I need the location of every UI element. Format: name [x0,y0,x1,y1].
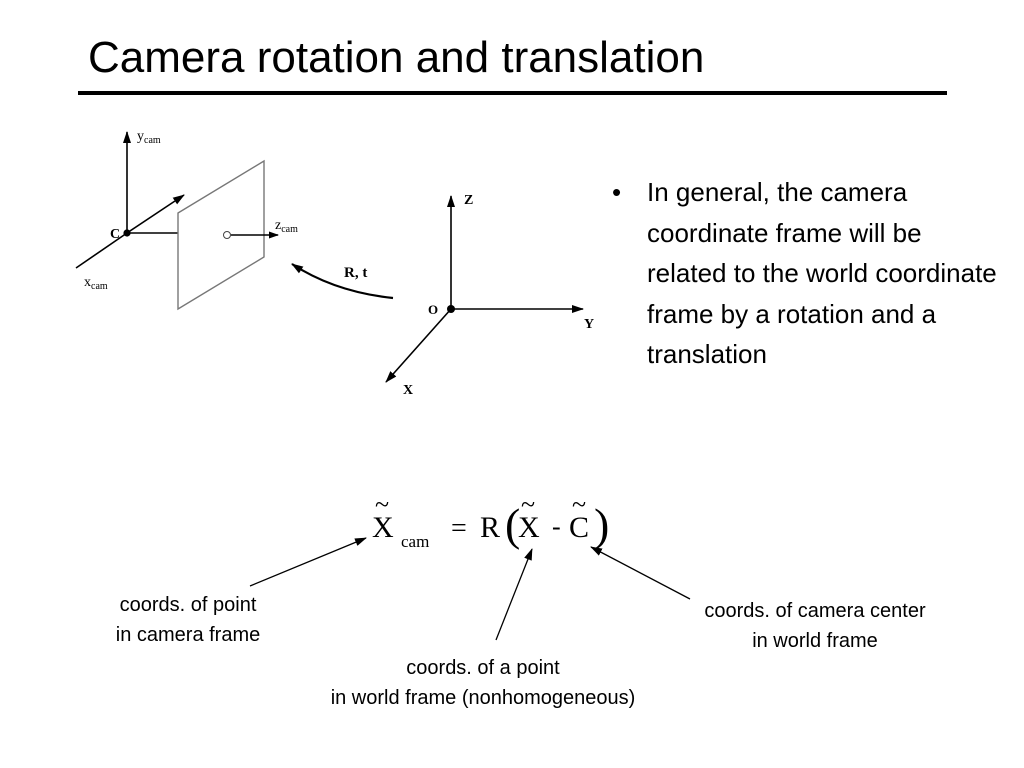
callout-pointer-camera-frame [249,537,367,587]
equation-lhs-subscript: cam [401,532,429,551]
camera-center-dot [123,229,131,237]
principal-point [223,231,231,239]
transform-label: R, t [344,265,367,281]
world-x-axis [385,308,452,383]
bullet-marker: • [612,177,622,207]
equation-center-symbol: C [569,511,589,544]
equation-rotation: R [480,511,500,544]
callout-world-point: coords. of a point in world frame (nonho… [278,653,688,713]
world-origin-dot [447,305,455,313]
bullet-point: • In general, the camera coordinate fram… [612,172,1002,375]
equation-minus: - [552,512,561,541]
slide-title: Camera rotation and translation [88,33,705,82]
camera-x-axis [75,232,128,269]
transform-arrow [291,263,394,300]
callout-camera-frame-line2: in camera frame [115,624,261,646]
equation-close-paren: ) [594,499,609,550]
world-z-label: Z [464,193,473,208]
world-origin-label: O [428,302,438,317]
callout-world-point-line2: in world frame (nonhomogeneous) [330,687,636,709]
camera-y-label: ycam [137,129,161,146]
bullet-text: In general, the camera coordinate frame … [647,177,997,369]
equation-open-paren: ( [505,499,520,550]
callout-pointer-world-point [495,548,533,641]
callout-camera-center-line1: coords. of camera center [704,600,926,622]
image-plane [177,159,265,311]
equation: X ~ cam = R ( X ~ - C ~ ) [372,490,609,551]
world-y-label: Y [584,317,594,332]
callout-camera-center: coords. of camera center in world frame [665,596,965,656]
camera-z-label: zcam [275,218,298,235]
camera-frame: ycam zcam xcam C [75,129,298,311]
equation-point-symbol: X [518,511,540,544]
equation-lhs-tilde: ~ [375,490,389,519]
camera-optical-ray-arrow [126,194,185,234]
equation-lhs-symbol: X [372,511,394,544]
camera-center-label: C [110,227,120,242]
callout-camera-center-line2: in world frame [752,630,878,652]
title-divider [78,91,947,95]
callout-camera-frame: coords. of point in camera frame [83,590,293,650]
world-frame: Z Y X O [385,193,594,398]
callout-camera-frame-line1: coords. of point [119,594,257,616]
equation-equals: = [451,513,467,544]
callout-pointer-camera-center [590,546,691,600]
equation-center-tilde: ~ [572,490,586,519]
camera-x-label: xcam [84,275,108,292]
world-x-label: X [403,383,413,398]
callout-world-point-line1: coords. of a point [406,657,560,679]
equation-point-tilde: ~ [521,490,535,519]
